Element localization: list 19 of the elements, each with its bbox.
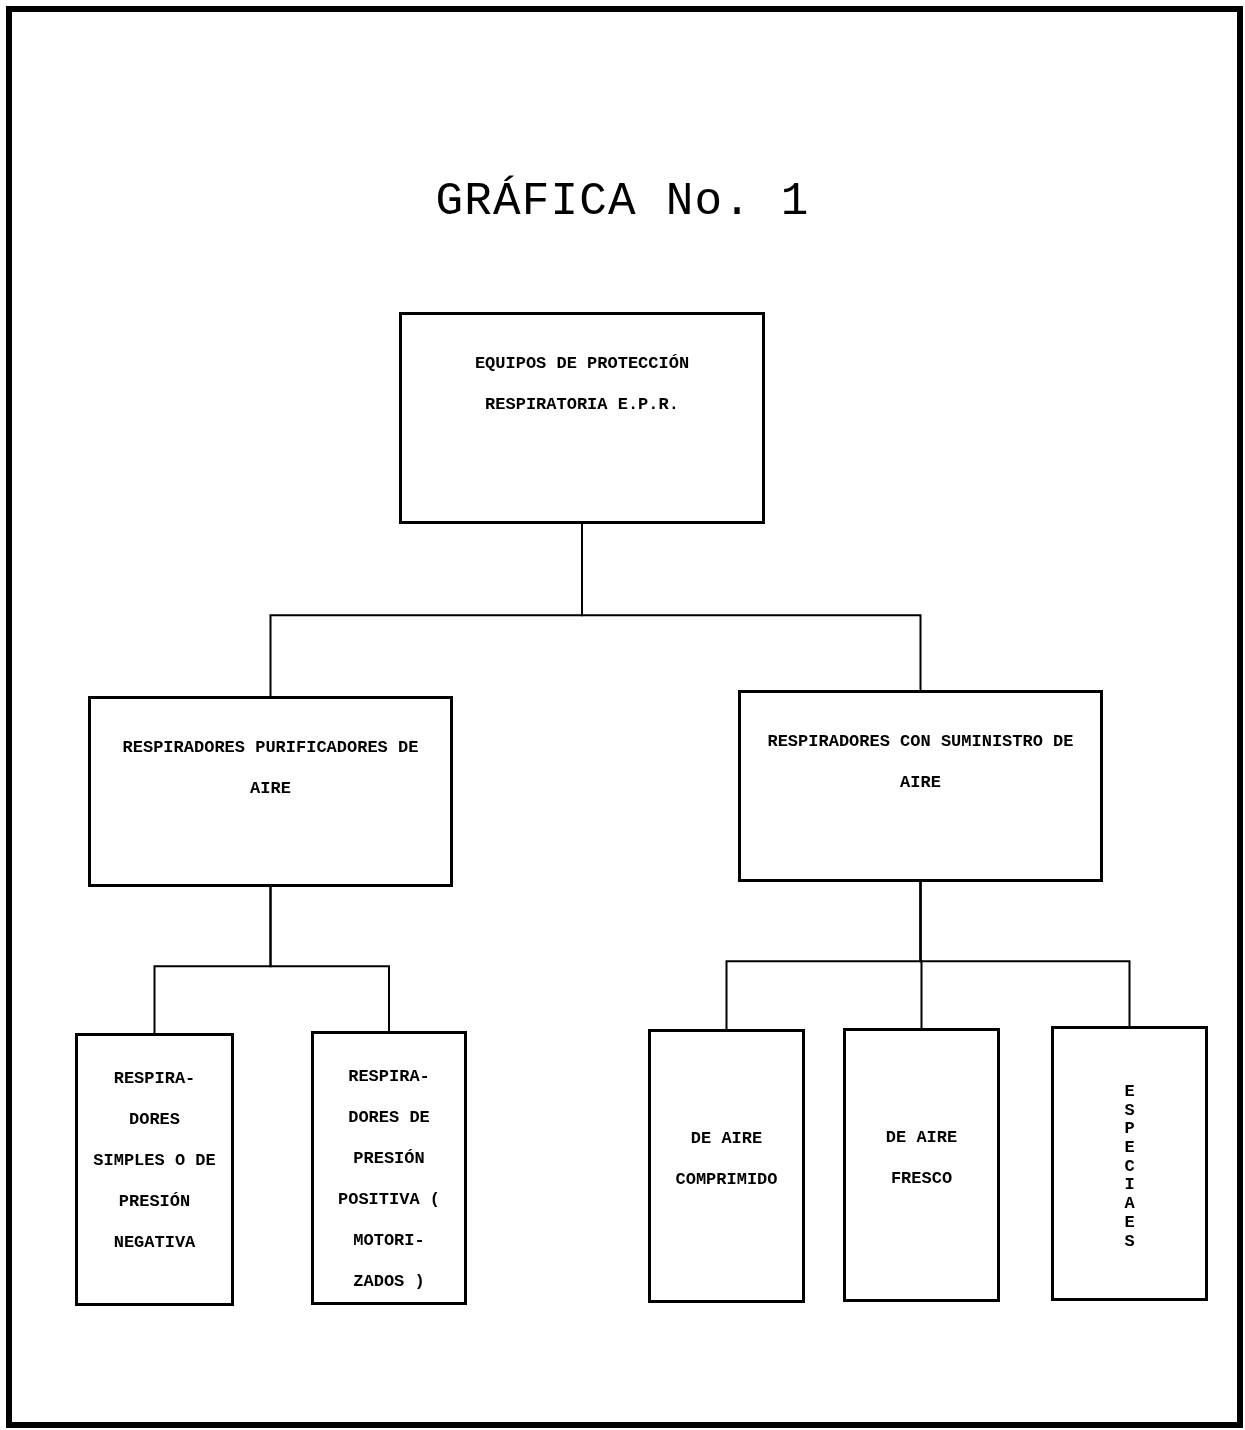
org-box [1051, 1026, 1208, 1301]
org-box [311, 1031, 467, 1305]
diagram-title: GRÁFICA No. 1 [434, 174, 811, 230]
org-box [399, 312, 765, 524]
org-box [75, 1033, 234, 1306]
box-text: RESPIRA- DORES DE PRESIÓN POSITIVA ( MOTORI- ZADOS ) [337, 1066, 441, 1293]
box-text: EQUIPOS DE PROTECCIÓN RESPIRATORIA E.P.R. [473, 353, 691, 416]
box-text: RESPIRADORES PURIFICADORES DE AIRE [121, 737, 420, 800]
box-text: RESPIRA- DORES SIMPLES O DE PRESIÓN NEGATIVA [92, 1068, 217, 1254]
connector-line [269, 886, 390, 1032]
org-box [738, 690, 1103, 882]
org-box [648, 1029, 805, 1303]
box-text: DE AIRE COMPRIMIDO [674, 1128, 779, 1191]
connector-line [919, 881, 1131, 1027]
org-box [843, 1028, 1000, 1302]
box-text: DE AIRE FRESCO [884, 1127, 959, 1190]
box-text: ESPECIAES [1123, 1083, 1136, 1252]
org-box [88, 696, 453, 887]
box-text: RESPIRADORES CON SUMINISTRO DE AIRE [766, 731, 1075, 794]
